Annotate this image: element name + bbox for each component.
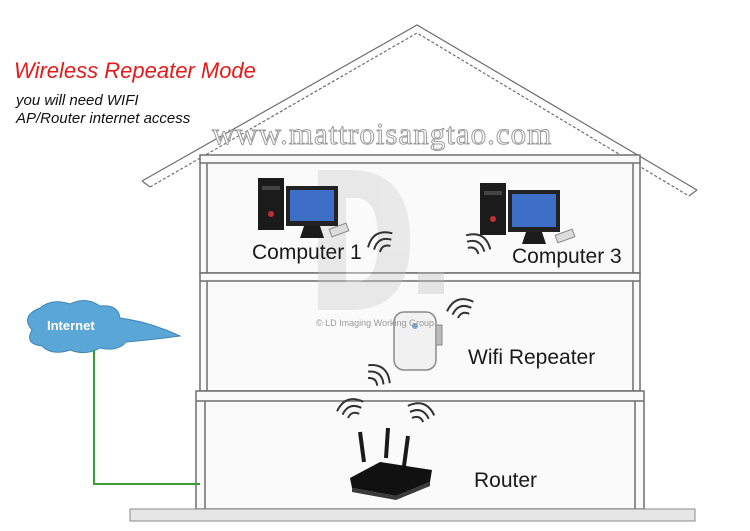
ground-slab [129,508,696,522]
house-structure [195,154,645,510]
watermark-logo [318,170,444,310]
internet-label: Internet [47,318,95,333]
diagram-subtitle-line1: you will need WIFI [16,92,139,109]
copyright-text: © LD Imaging Working Group [316,318,435,328]
internet-cable [93,350,200,485]
computer-1-icon [258,178,350,238]
router-device [350,427,432,500]
internet-cloud [27,300,182,354]
diagram-title: Wireless Repeater Mode [14,58,256,83]
computer-3-icon [480,183,576,244]
watermark-text: www.mattroisangtao.com [211,116,553,152]
wifi-repeater-device [393,311,443,371]
computer-1-label: Computer 1 [252,241,362,264]
wifi-signal-icons [336,231,492,423]
router-label: Router [474,469,538,492]
computer-3-label: Computer 3 [512,245,622,268]
house-roof [141,24,698,197]
wifi-repeater-label: Wifi Repeater [468,346,596,369]
diagram-subtitle-line2: AP/Router internet access [16,110,191,127]
